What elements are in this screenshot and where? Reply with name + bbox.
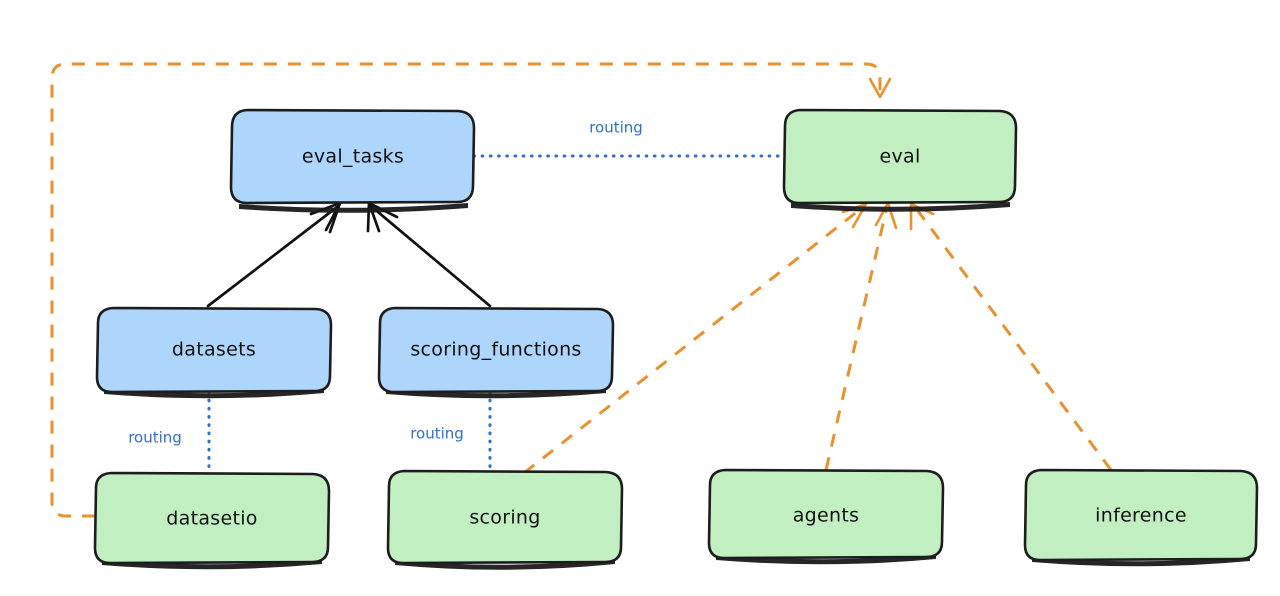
edge-scoring-functions-to-eval-tasks — [366, 201, 492, 308]
arrowhead-orange-top — [868, 77, 892, 99]
node-label-agents: agents — [793, 505, 860, 527]
node-eval-tasks[interactable]: eval_tasks — [229, 108, 476, 213]
node-eval[interactable]: eval — [782, 108, 1018, 212]
node-label-eval: eval — [879, 146, 920, 168]
node-inference[interactable]: inference — [1023, 468, 1259, 567]
edge-inference-to-eval — [909, 202, 1113, 471]
node-label-inference: inference — [1095, 505, 1187, 527]
node-label-datasetio: datasetio — [166, 508, 257, 530]
node-label-datasets: datasets — [172, 339, 256, 361]
edge-datasets-to-eval-tasks — [206, 201, 342, 308]
edge-label-routing-eval: routing — [589, 119, 643, 137]
node-label-scoring: scoring — [469, 507, 540, 529]
node-agents[interactable]: agents — [707, 468, 945, 565]
node-scoring[interactable]: scoring — [386, 469, 624, 570]
node-label-scoring-functions: scoring_functions — [410, 339, 581, 361]
node-label-eval-tasks: eval_tasks — [302, 146, 404, 168]
edge-datasetio-to-eval — [50, 62, 892, 518]
node-scoring-functions[interactable]: scoring_functions — [377, 306, 615, 399]
edge-label-routing-datasetio: routing — [128, 429, 182, 447]
node-datasetio[interactable]: datasetio — [93, 471, 331, 570]
node-datasets[interactable]: datasets — [95, 306, 333, 399]
edge-label-routing-scoring: routing — [410, 425, 464, 443]
edge-agents-to-eval — [824, 201, 898, 471]
